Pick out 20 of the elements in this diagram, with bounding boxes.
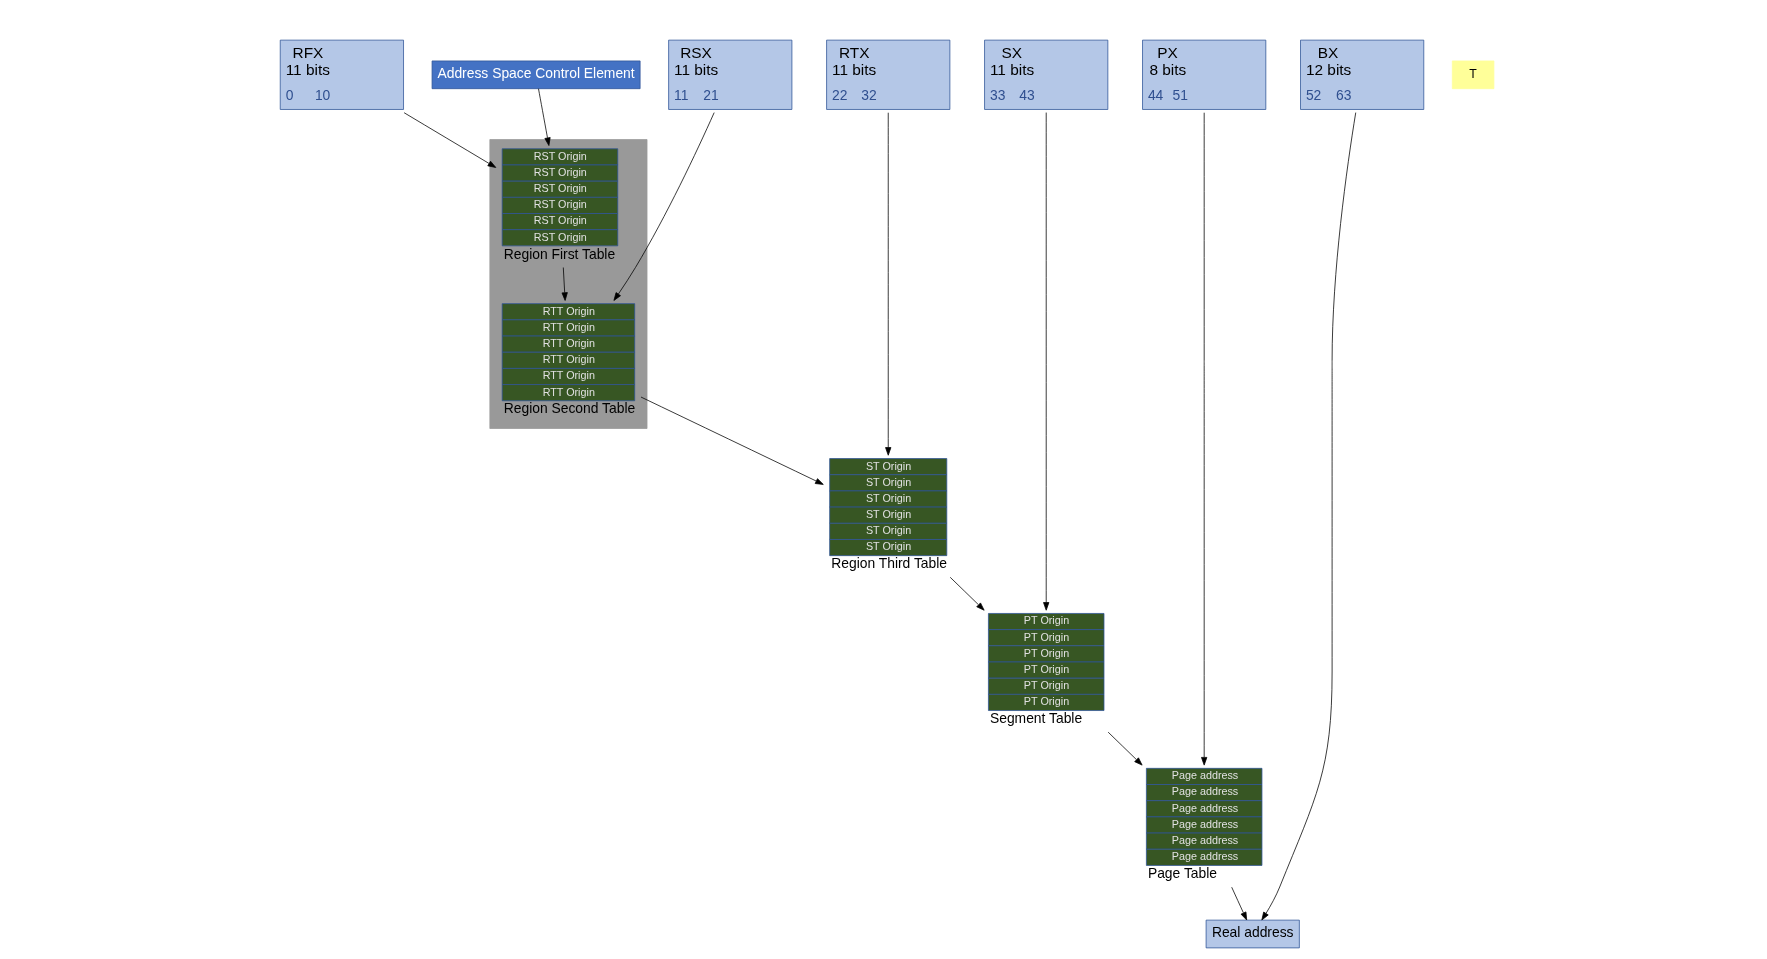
arrow	[1200, 112, 1207, 766]
arrow	[640, 396, 824, 485]
arrow	[1230, 886, 1247, 921]
node-box: Address Space Control Element	[431, 60, 640, 90]
arrow	[1107, 731, 1142, 766]
node-label: Region First Table	[503, 245, 615, 262]
arrow	[1260, 112, 1356, 921]
arrow	[884, 112, 891, 456]
node-label: Page Table	[1147, 865, 1217, 882]
node-box: Real address	[1205, 919, 1300, 949]
arrow	[561, 267, 568, 301]
node-label: Segment Table	[989, 710, 1082, 727]
arrow	[1042, 112, 1049, 611]
arrow	[949, 576, 985, 611]
arrow	[613, 112, 715, 301]
node-label: Region Third Table	[830, 555, 947, 572]
node-box: T	[1451, 60, 1494, 90]
arrow	[403, 112, 496, 168]
arrow	[537, 88, 551, 146]
node-label: Region Second Table	[503, 400, 635, 417]
